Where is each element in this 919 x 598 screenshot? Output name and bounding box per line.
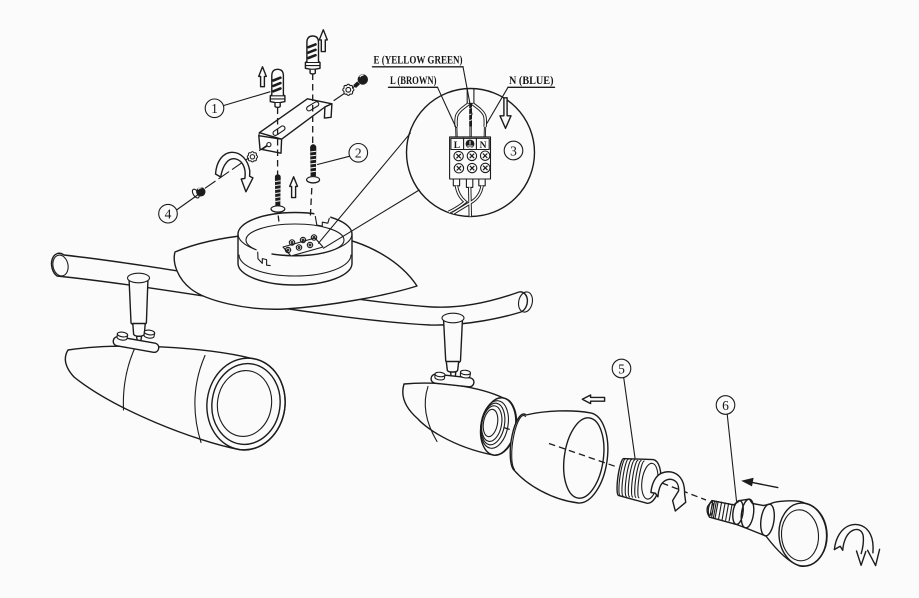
svg-text:5: 5 [618, 361, 625, 376]
svg-text:N: N [480, 141, 487, 151]
svg-text:L (BROWN): L (BROWN) [390, 73, 437, 87]
svg-text:6: 6 [722, 398, 729, 413]
svg-text:3: 3 [510, 143, 517, 158]
svg-text:2: 2 [355, 146, 362, 161]
svg-text:1: 1 [211, 101, 218, 116]
svg-text:E (YELLOW GREEN): E (YELLOW GREEN) [374, 53, 463, 67]
svg-text:N (BLUE): N (BLUE) [509, 73, 554, 87]
svg-text:L: L [454, 141, 460, 151]
svg-text:4: 4 [165, 207, 172, 222]
